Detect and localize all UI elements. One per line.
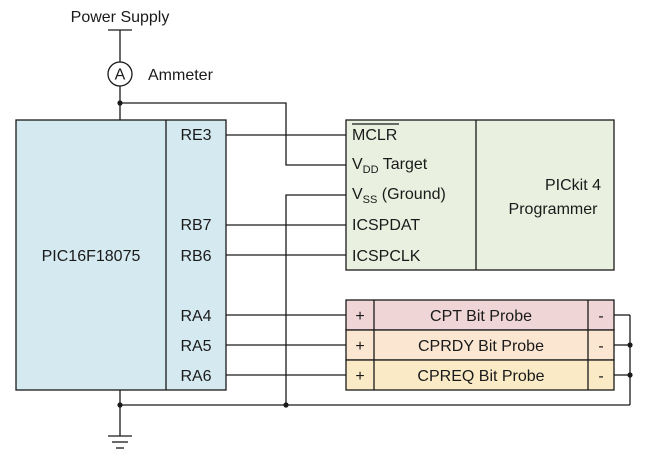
mcu-name: PIC16F18075 [42, 248, 141, 265]
vdd-target-wire [120, 102, 346, 166]
probe-cprdy-plus: + [355, 338, 364, 355]
ammeter-label: Ammeter [148, 67, 214, 84]
pin-ra4: RA4 [180, 308, 211, 325]
probe-cpreq: + CPREQ Bit Probe - [345, 359, 615, 391]
vss-main-letter: V [352, 186, 363, 203]
programmer-title-line2: Programmer [509, 201, 599, 218]
vss-ground-wire [285, 194, 346, 405]
pin-re3: RE3 [180, 127, 211, 144]
pin-vdd-target: VDD Target [352, 156, 428, 176]
vdd-main-letter: V [352, 156, 363, 173]
probe-cpt-minus: - [598, 308, 603, 325]
probe-ground-junction-2 [627, 372, 633, 378]
probe-cpt-label: CPT Bit Probe [430, 308, 532, 325]
probe-cpreq-minus: - [598, 368, 603, 385]
programmer-block [345, 119, 615, 271]
vdd-suffix: Target [379, 156, 428, 173]
mcu-block [15, 119, 227, 391]
pin-icspclk: ICSPCLK [352, 248, 421, 265]
power-supply-label: Power Supply [71, 9, 170, 26]
programmer-title-line1: PICkit 4 [545, 177, 601, 194]
ground-symbol [108, 435, 132, 449]
probe-ground-junction-1 [627, 342, 633, 348]
probe-cprdy: + CPRDY Bit Probe - [345, 329, 615, 361]
pin-vss-ground: VSS (Ground) [352, 186, 446, 206]
vss-suffix: (Ground) [377, 186, 445, 203]
ground-junction-programmer [283, 402, 289, 408]
pin-rb6: RB6 [180, 248, 211, 265]
ammeter-symbol-letter: A [115, 67, 126, 84]
pin-rb7: RB7 [180, 217, 211, 234]
vdd-subscript: DD [363, 164, 379, 176]
pin-ra5: RA5 [180, 338, 211, 355]
probe-cpt-plus: + [355, 308, 364, 325]
probe-cpreq-plus: + [355, 368, 364, 385]
vss-subscript: SS [363, 194, 378, 206]
probe-cpt: + CPT Bit Probe - [345, 299, 615, 331]
probe-cprdy-label: CPRDY Bit Probe [418, 338, 544, 355]
pin-icspdat: ICSPDAT [352, 217, 420, 234]
probe-cprdy-body [345, 329, 615, 361]
pin-ra6: RA6 [180, 368, 211, 385]
probe-cprdy-minus: - [598, 338, 603, 355]
probe-cpreq-label: CPREQ Bit Probe [417, 368, 544, 385]
pin-mclr: MCLR [352, 127, 397, 144]
ground-junction-mcu [117, 402, 123, 408]
